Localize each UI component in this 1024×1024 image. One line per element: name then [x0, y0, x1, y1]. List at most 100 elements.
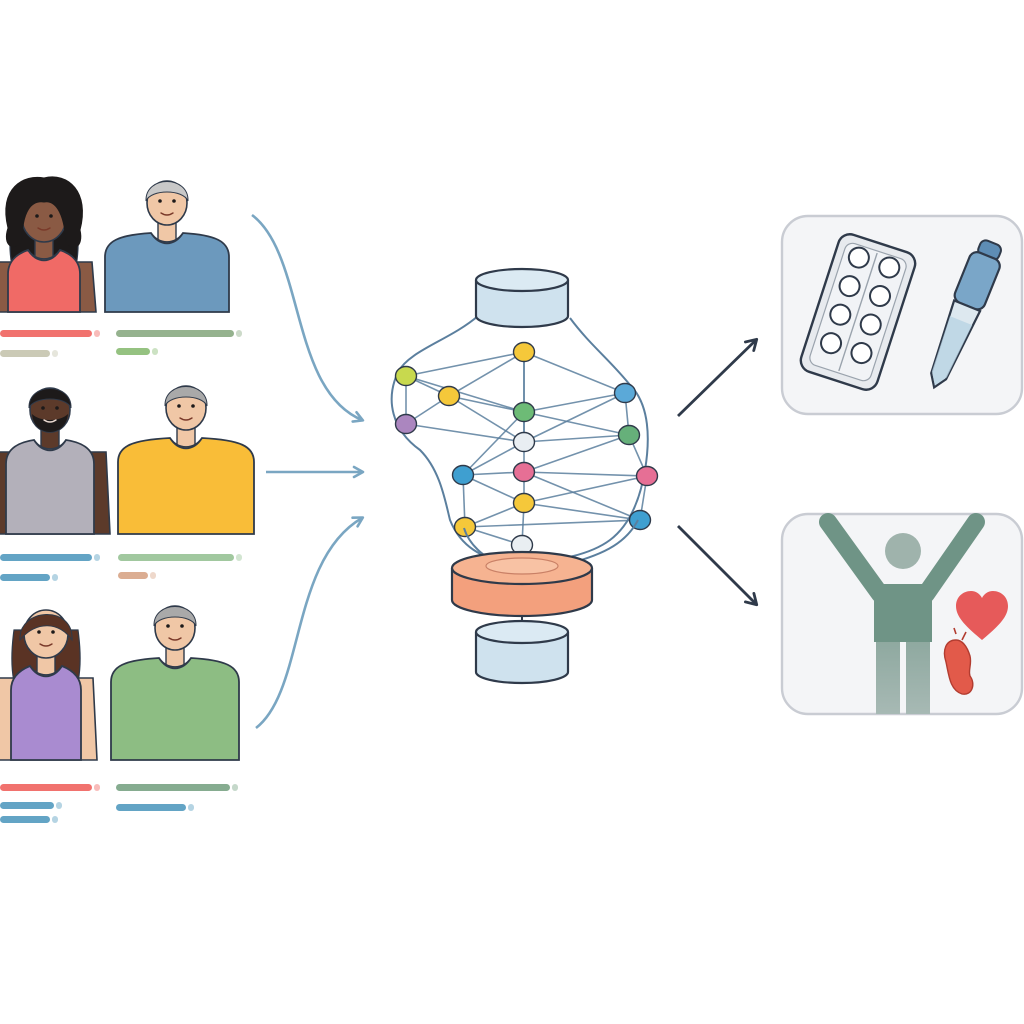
network-edge — [523, 351, 626, 394]
patient-data-bar-tip — [56, 802, 62, 809]
patient-woman-2 — [0, 609, 100, 823]
network-edge — [523, 392, 626, 413]
network-node — [437, 385, 461, 407]
eye-left — [177, 404, 181, 408]
hair-top — [28, 388, 72, 409]
patient-data-bar — [116, 804, 186, 811]
pill — [878, 256, 901, 279]
patient-man-4 — [110, 605, 240, 811]
pill — [829, 303, 852, 326]
network-node — [453, 516, 477, 538]
input-arrow-bottom — [255, 516, 365, 730]
eye-right — [55, 406, 59, 410]
network-edge — [523, 471, 641, 521]
patient-group — [0, 176, 255, 823]
hair-top — [19, 614, 73, 642]
patient-data-bar — [0, 554, 92, 561]
network-node — [635, 465, 659, 487]
patient-data-bar-tip — [150, 572, 156, 579]
patient-data-bar-tip — [52, 574, 58, 581]
network-edge — [405, 375, 525, 413]
patient-man-1 — [104, 180, 242, 355]
neckline — [150, 232, 184, 245]
patient-data-bar — [116, 784, 230, 791]
ai-model — [390, 267, 659, 685]
kidney-icon — [943, 627, 974, 695]
neckline — [169, 437, 203, 450]
eye-left — [158, 199, 162, 203]
network-edge — [523, 392, 626, 443]
neckline — [33, 439, 67, 452]
shirt — [117, 437, 255, 535]
network-edge — [405, 423, 525, 443]
network-edge — [464, 519, 641, 528]
network-edge — [523, 502, 641, 521]
eye-right — [180, 624, 184, 628]
patient-data-bar-tip — [52, 816, 58, 823]
pill — [838, 275, 861, 298]
network-edge — [523, 471, 648, 477]
patient-data-bar — [0, 574, 50, 581]
network-node — [512, 431, 536, 453]
patient-data-bar — [0, 816, 50, 823]
eye-left — [35, 214, 39, 218]
eye-right — [51, 630, 55, 634]
eye-left — [41, 406, 45, 410]
patient-data-bar — [0, 350, 50, 357]
network-edge — [448, 395, 525, 413]
heart-icon — [956, 591, 1008, 640]
input-arrows — [251, 213, 365, 730]
network-edge — [405, 351, 525, 377]
network-node — [512, 492, 536, 514]
eye-left — [37, 630, 41, 634]
dropper-icon — [930, 239, 1002, 390]
beard — [32, 414, 68, 432]
patient-data-bar-tip — [188, 804, 194, 811]
network-node — [617, 424, 641, 446]
patient-woman-1 — [0, 176, 100, 357]
hair-top — [145, 181, 189, 202]
patient-data-bar-tip — [94, 554, 100, 561]
shirt — [104, 232, 230, 313]
pill — [820, 332, 843, 355]
output-arrow-bottom — [677, 525, 759, 607]
patient-man-2 — [0, 387, 111, 581]
shirt — [5, 439, 95, 535]
pill — [850, 342, 873, 365]
pill — [869, 285, 892, 308]
patient-data-bar — [0, 802, 54, 809]
mouth — [39, 643, 53, 647]
patient-data-bar — [118, 572, 148, 579]
pill — [859, 313, 882, 336]
outcome-panel — [780, 512, 1024, 716]
hair-top — [164, 386, 208, 407]
patient-data-bar — [118, 554, 234, 561]
pill — [847, 246, 870, 269]
hair-top — [153, 606, 197, 627]
network-node — [394, 365, 418, 387]
pill-blister-icon — [799, 233, 917, 391]
top-database-icon — [474, 267, 570, 329]
patient-data-bar-tip — [152, 348, 158, 355]
shirt — [7, 248, 81, 313]
bottom-database-icon — [474, 619, 570, 685]
neckline — [158, 657, 192, 670]
network-node — [512, 461, 536, 483]
input-arrow-top — [251, 213, 365, 423]
network-node — [451, 464, 475, 486]
patient-data-bar — [116, 348, 150, 355]
processor-disc-icon — [450, 550, 594, 618]
network-node — [512, 341, 536, 363]
patient-man-3 — [117, 385, 255, 579]
mouth — [43, 419, 57, 423]
patient-data-bar-tip — [94, 784, 100, 791]
patient-data-bar-tip — [52, 350, 58, 357]
network-nodes — [394, 341, 659, 556]
patient-data-bar — [116, 330, 234, 337]
mouth — [160, 212, 174, 216]
network-edge — [523, 411, 630, 436]
network-edge — [448, 351, 525, 397]
network-node — [394, 413, 418, 435]
patient-data-bar-tip — [236, 554, 242, 561]
